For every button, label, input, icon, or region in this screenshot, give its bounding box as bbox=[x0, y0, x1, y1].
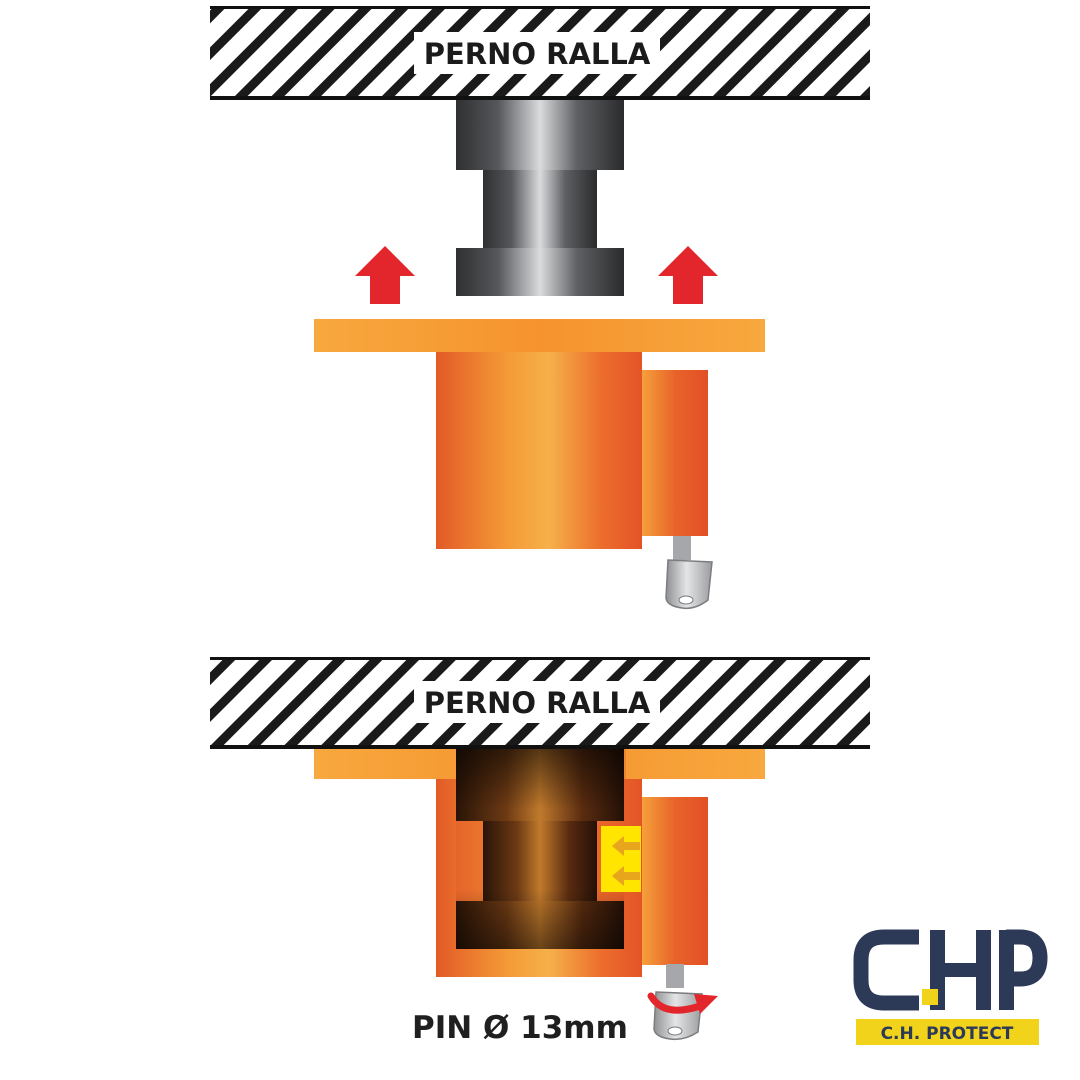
top-lock-body bbox=[314, 319, 765, 549]
arrow-up-icon bbox=[355, 246, 415, 304]
key-icon bbox=[653, 964, 703, 1041]
brand-bar bbox=[856, 1019, 1039, 1045]
top-steel-pin bbox=[456, 100, 624, 296]
locking-catch bbox=[601, 826, 641, 892]
top-kingpin-plate: PERNO RALLA bbox=[210, 6, 870, 100]
arrow-up-icon bbox=[658, 246, 718, 304]
chp-logo: C.H. PROTECT bbox=[853, 929, 1048, 1045]
bottom-kingpin-plate: PERNO RALLA bbox=[210, 657, 870, 749]
bottom-plate-label: PERNO RALLA bbox=[424, 686, 651, 720]
top-plate-label-bg bbox=[414, 32, 660, 74]
bottom-panel: PERNO RALLA PIN Ø bbox=[210, 657, 870, 1046]
key-icon bbox=[665, 536, 713, 610]
bottom-plate-label-bg bbox=[414, 681, 660, 723]
top-panel: PERNO RALLA bbox=[210, 6, 870, 610]
top-plate-label: PERNO RALLA bbox=[424, 37, 651, 71]
bottom-locked-pin bbox=[456, 749, 624, 949]
rotate-arrow-icon bbox=[647, 992, 718, 1014]
pin-diameter-caption: PIN Ø 13mm bbox=[412, 1010, 628, 1046]
brand-name: C.H. PROTECT bbox=[881, 1024, 1014, 1044]
